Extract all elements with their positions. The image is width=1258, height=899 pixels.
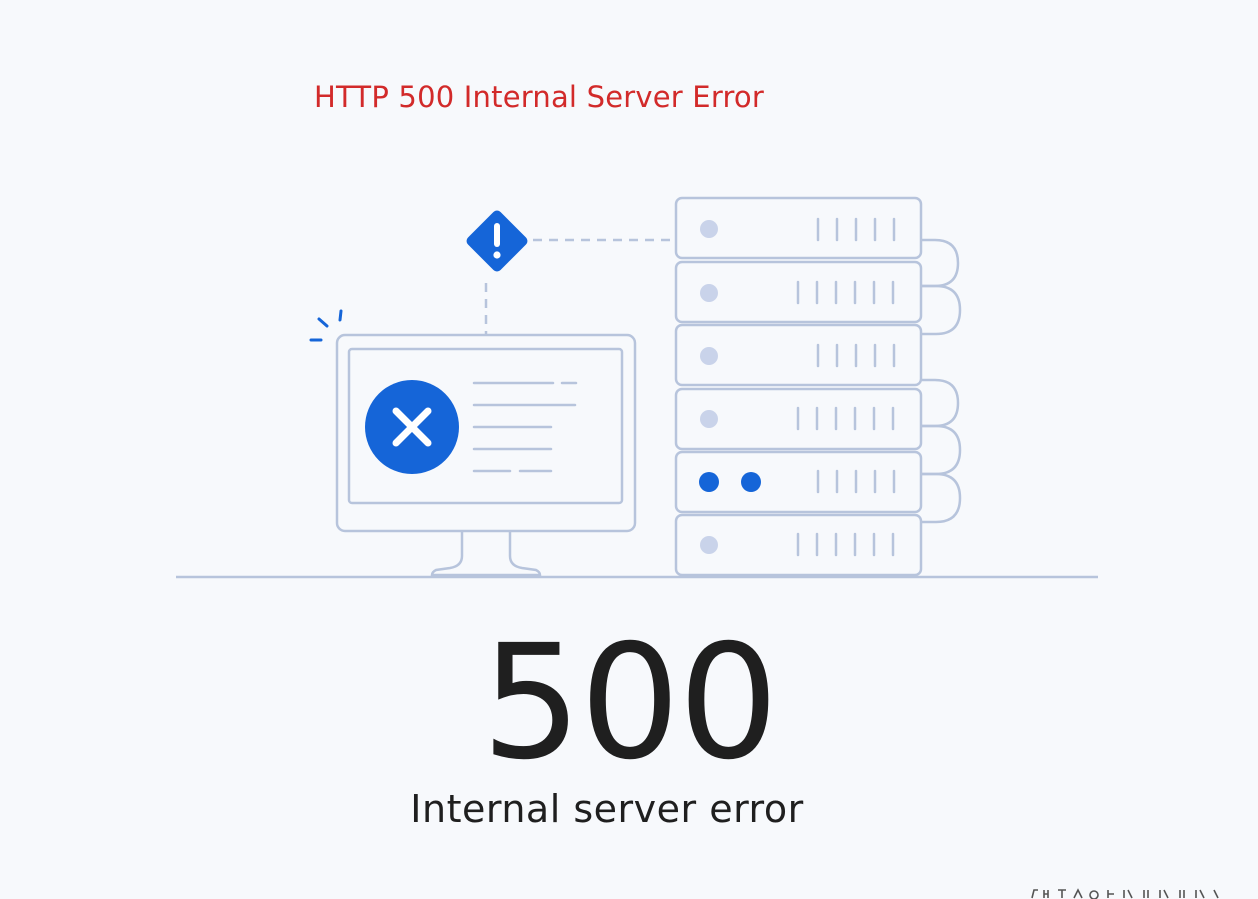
- error-code: 500: [481, 611, 779, 795]
- monitor-icon: [335, 333, 637, 577]
- error-x-icon: [365, 380, 459, 474]
- watermark-icon: [1031, 888, 1219, 899]
- alert-spark-icon: [309, 309, 343, 342]
- page-title: HTTP 500 Internal Server Error: [314, 80, 764, 114]
- server-status-lights: [699, 220, 761, 554]
- monitor-text-lines: [472, 381, 578, 473]
- server-vent-bars: [796, 217, 896, 557]
- server-rack-icon: [674, 196, 923, 577]
- warning-diamond-icon: [466, 210, 528, 272]
- server-unit: [674, 196, 923, 577]
- error-message: Internal server error: [410, 787, 804, 831]
- server-cables: [922, 238, 962, 524]
